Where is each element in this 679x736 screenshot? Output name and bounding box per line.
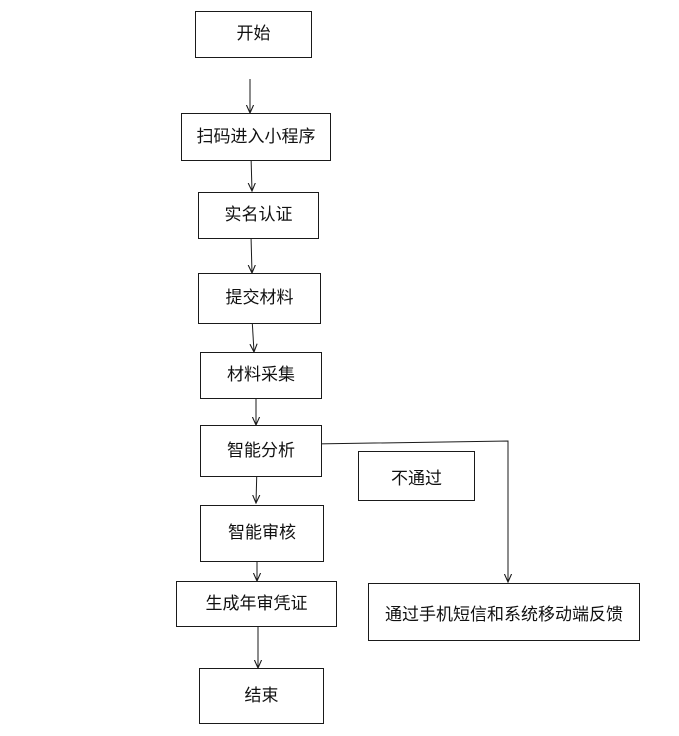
step-review: 智能审核 <box>200 505 324 562</box>
feedback-box: 通过手机短信和系统移动端反馈 <box>368 583 640 641</box>
arrow-auth-to-submit <box>251 235 252 273</box>
step-submit-label: 提交材料 <box>225 288 294 308</box>
step-generate: 生成年审凭证 <box>176 581 337 627</box>
step-collect: 材料采集 <box>200 352 322 399</box>
step-auth-label: 实名认证 <box>224 205 293 225</box>
step-end-label: 结束 <box>244 685 279 706</box>
step-review-label: 智能审核 <box>228 523 296 543</box>
step-analyze: 智能分析 <box>200 425 322 477</box>
step-end: 结束 <box>199 668 324 724</box>
step-submit: 提交材料 <box>198 273 321 324</box>
arrow-analyze-to-feedback <box>311 440 508 582</box>
reject-box: 不通过 <box>358 451 475 501</box>
reject-label: 不通过 <box>391 468 442 489</box>
arrow-scan-to-auth <box>251 155 252 191</box>
step-generate-label: 生成年审凭证 <box>205 593 308 614</box>
step-start: 开始 <box>195 11 312 58</box>
step-scan: 扫码进入小程序 <box>181 113 331 161</box>
step-analyze-label: 智能分析 <box>227 440 295 461</box>
step-auth: 实名认证 <box>198 192 319 239</box>
step-scan-label: 扫码进入小程序 <box>196 126 316 147</box>
step-collect-label: 材料采集 <box>227 365 295 385</box>
feedback-label: 通过手机短信和系统移动端反馈 <box>385 604 623 625</box>
step-start-label: 开始 <box>236 24 271 44</box>
